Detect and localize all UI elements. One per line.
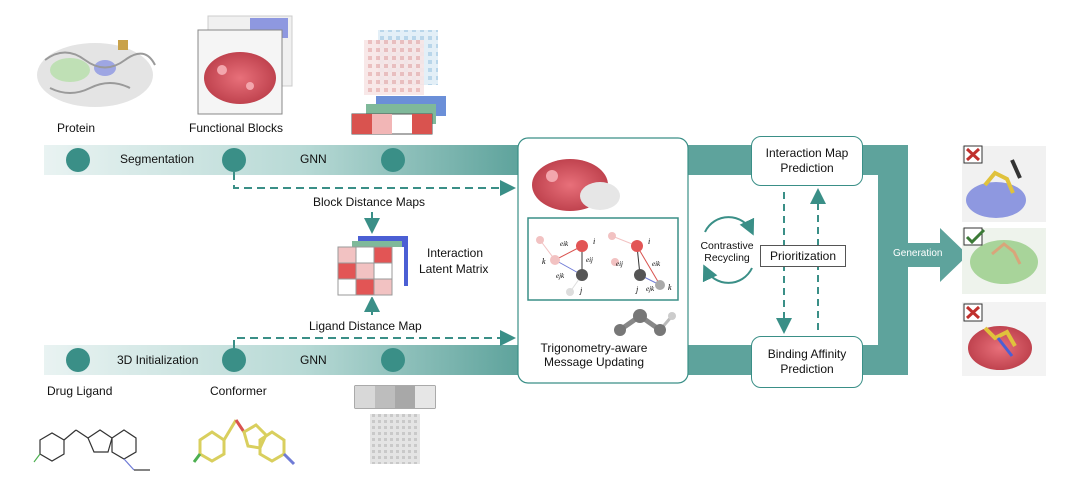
protein-image (37, 40, 156, 107)
graph-label-ejk2: ejk (646, 285, 655, 293)
ligand-distance-map-image (354, 385, 436, 464)
trig-label: Trigonometry-aware Message Updating (524, 341, 664, 370)
pocket-image (532, 159, 620, 211)
interaction-latent-matrix (337, 236, 408, 297)
contrastive-line2: Recycling (704, 252, 750, 265)
graph-label-eij2: eij (616, 260, 623, 268)
binding-affinity-line2: Prediction (780, 362, 834, 376)
drug-ligand-label: Drug Ligand (47, 384, 113, 398)
graph-label-i1: i (593, 237, 595, 246)
contrastive-line1: Contrastive (700, 240, 754, 252)
initialization-label: 3D Initialization (117, 353, 199, 367)
triangle-graph-1 (536, 236, 588, 296)
node-top-3 (381, 148, 405, 172)
protein-label: Protein (57, 121, 96, 135)
conformer-label: Conformer (210, 384, 267, 398)
graph-label-i2: i (648, 237, 650, 246)
prioritization-label: Prioritization (769, 248, 837, 263)
binding-affinity-line1: Binding Affinity (767, 347, 847, 361)
gnn-top-label: GNN (300, 152, 327, 166)
generation-label: Generation (893, 248, 943, 259)
trig-label-line1: Trigonometry-aware (540, 341, 648, 355)
node-bot-1 (66, 348, 90, 372)
block-distance-maps-label: Block Distance Maps (313, 195, 426, 209)
node-bot-2 (222, 348, 246, 372)
trig-label-line2: Message Updating (543, 354, 645, 369)
distance-maps-top-image (351, 30, 446, 135)
interaction-map-line2: Prediction (780, 161, 834, 175)
graph-label-eik1: eik (560, 240, 569, 248)
cross-mark-2 (963, 303, 983, 322)
graph-label-ejk1: ejk (556, 272, 565, 280)
top-band-right (688, 145, 752, 175)
functional-blocks-label: Functional Blocks (189, 121, 284, 135)
recycle-arc-bottom (702, 264, 753, 284)
node-bot-3 (381, 348, 405, 372)
generation-connector (878, 145, 908, 375)
latent-matrix-label: Latent Matrix (419, 262, 489, 276)
contrastive-recycling-label: Contrastive Recycling (695, 240, 759, 264)
dashed-arrow-block (233, 172, 516, 196)
bottom-band (44, 345, 519, 375)
recycle-arc-top (704, 216, 755, 236)
bottom-band-right (688, 345, 752, 375)
interaction-map-prediction-box: Interaction Map Prediction (751, 136, 863, 186)
interaction-map-line1: Interaction Map (765, 146, 849, 160)
graph-label-k2: k (668, 283, 672, 292)
functional-blocks-image (197, 15, 293, 115)
graph-label-eij1: eij (586, 256, 593, 264)
interaction-label: Interaction (427, 246, 484, 260)
conformer-image (192, 419, 296, 466)
dashed-arrow-ligand (233, 330, 516, 348)
node-top-2 (222, 148, 246, 172)
binding-affinity-prediction-box: Binding Affinity Prediction (751, 336, 863, 388)
graph-label-j2: j (635, 285, 639, 294)
top-band (44, 145, 519, 175)
node-top-1 (66, 148, 90, 172)
graph-label-eik2: eik (652, 260, 661, 268)
graph-label-j1: j (579, 286, 583, 295)
prioritization-box: Prioritization (760, 245, 846, 267)
result-panel-2 (962, 228, 1046, 294)
ligand-ball-stick (614, 309, 676, 336)
triangle-graph-2 (608, 232, 665, 290)
generation-arrow (908, 228, 968, 282)
check-mark (963, 227, 986, 246)
ligand-distance-map-label: Ligand Distance Map (309, 319, 422, 333)
gnn-bottom-label: GNN (300, 353, 327, 367)
segmentation-label: Segmentation (120, 152, 195, 166)
cross-mark-1 (963, 145, 983, 164)
graph-label-k1: k (542, 257, 546, 266)
drug-ligand-image (33, 429, 150, 471)
